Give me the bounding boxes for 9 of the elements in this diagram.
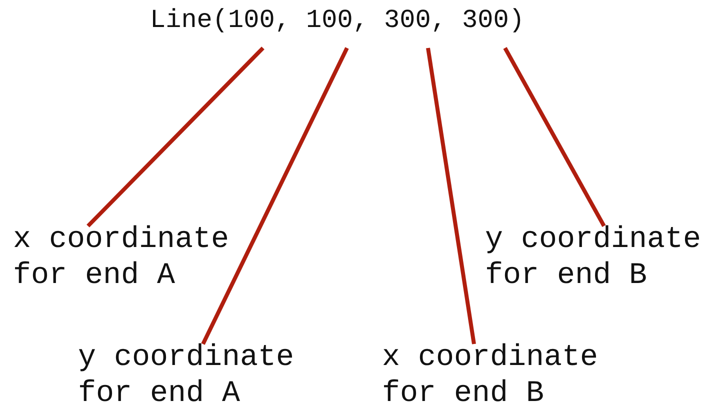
leader-line: [426, 48, 476, 344]
annotation-text: y coordinate for end A: [78, 340, 296, 405]
code-text: Line(100, 100, 300, 300): [150, 4, 526, 37]
leader-line: [503, 47, 606, 227]
annotation-text: y coordinate for end B: [485, 222, 702, 294]
leader-line: [86, 46, 264, 228]
leader-line: [201, 47, 349, 345]
annotation-text: x coordinate for end A: [13, 222, 230, 294]
annotation-text: x coordinate for end B: [382, 340, 600, 405]
